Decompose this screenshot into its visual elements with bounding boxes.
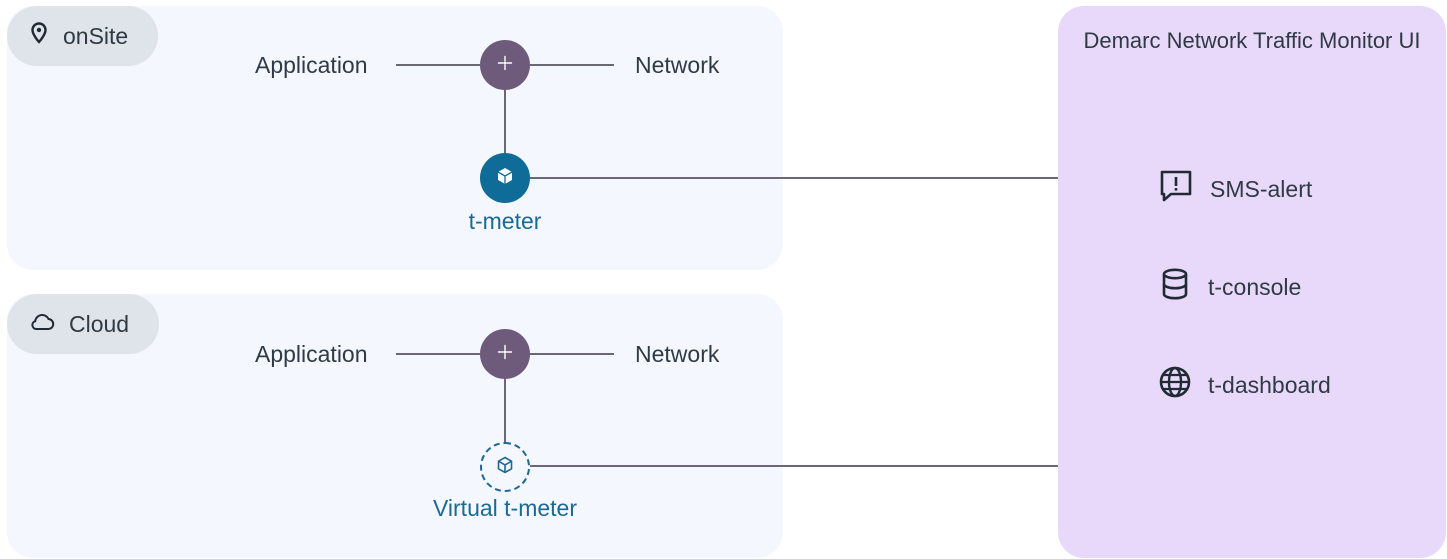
cloud-virtual-t-meter-node bbox=[480, 442, 530, 492]
cloud-network-label: Network bbox=[635, 341, 720, 367]
cloud-location-pill: Cloud bbox=[7, 294, 160, 354]
onsite-network-label: Network bbox=[635, 52, 720, 78]
cloud-icon bbox=[29, 311, 55, 338]
onsite-to-demarc-connector bbox=[530, 177, 1058, 179]
location-pin-icon bbox=[29, 22, 49, 50]
service-label: SMS-alert bbox=[1210, 175, 1313, 202]
onsite-t-meter-node bbox=[480, 153, 530, 203]
cloud-hub-node bbox=[480, 329, 530, 379]
onsite-application-label: Application bbox=[255, 52, 368, 78]
sparkle-icon bbox=[497, 55, 513, 76]
database-icon bbox=[1158, 267, 1192, 307]
service-label: t-dashboard bbox=[1208, 371, 1331, 398]
cube-icon bbox=[494, 165, 516, 192]
cube-outline-icon bbox=[495, 455, 515, 480]
onsite-location-pill: onSite bbox=[7, 6, 159, 66]
cloud-network-connector bbox=[530, 353, 614, 355]
sparkle-icon bbox=[497, 344, 513, 365]
demarc-title: Demarc Network Traffic Monitor UI bbox=[1083, 28, 1421, 53]
service-t-console: t-console bbox=[1158, 267, 1301, 307]
onsite-app-connector bbox=[396, 64, 480, 66]
cloud-vertical-connector bbox=[504, 379, 506, 442]
cloud-meter-label: Virtual t-meter bbox=[432, 495, 578, 521]
onsite-hub-node bbox=[480, 40, 530, 90]
onsite-network-connector bbox=[530, 64, 614, 66]
cloud-app-connector bbox=[396, 353, 480, 355]
message-alert-icon bbox=[1158, 169, 1194, 209]
cloud-application-label: Application bbox=[255, 341, 368, 367]
cloud-to-demarc-connector bbox=[530, 465, 1058, 467]
cloud-panel: Cloud Application Network Virtual t-mete… bbox=[7, 294, 783, 558]
onsite-meter-label: t-meter bbox=[468, 208, 542, 234]
service-sms-alert: SMS-alert bbox=[1158, 169, 1312, 209]
service-t-dashboard: t-dashboard bbox=[1158, 365, 1331, 405]
onsite-vertical-connector bbox=[504, 90, 506, 153]
service-label: t-console bbox=[1208, 273, 1302, 300]
globe-icon bbox=[1158, 365, 1192, 405]
demarc-panel: Demarc Network Traffic Monitor UI SMS-al… bbox=[1058, 6, 1446, 558]
onsite-location-label: onSite bbox=[63, 22, 129, 49]
cloud-location-label: Cloud bbox=[69, 310, 130, 337]
onsite-panel: onSite Application Network t-meter bbox=[7, 6, 783, 270]
